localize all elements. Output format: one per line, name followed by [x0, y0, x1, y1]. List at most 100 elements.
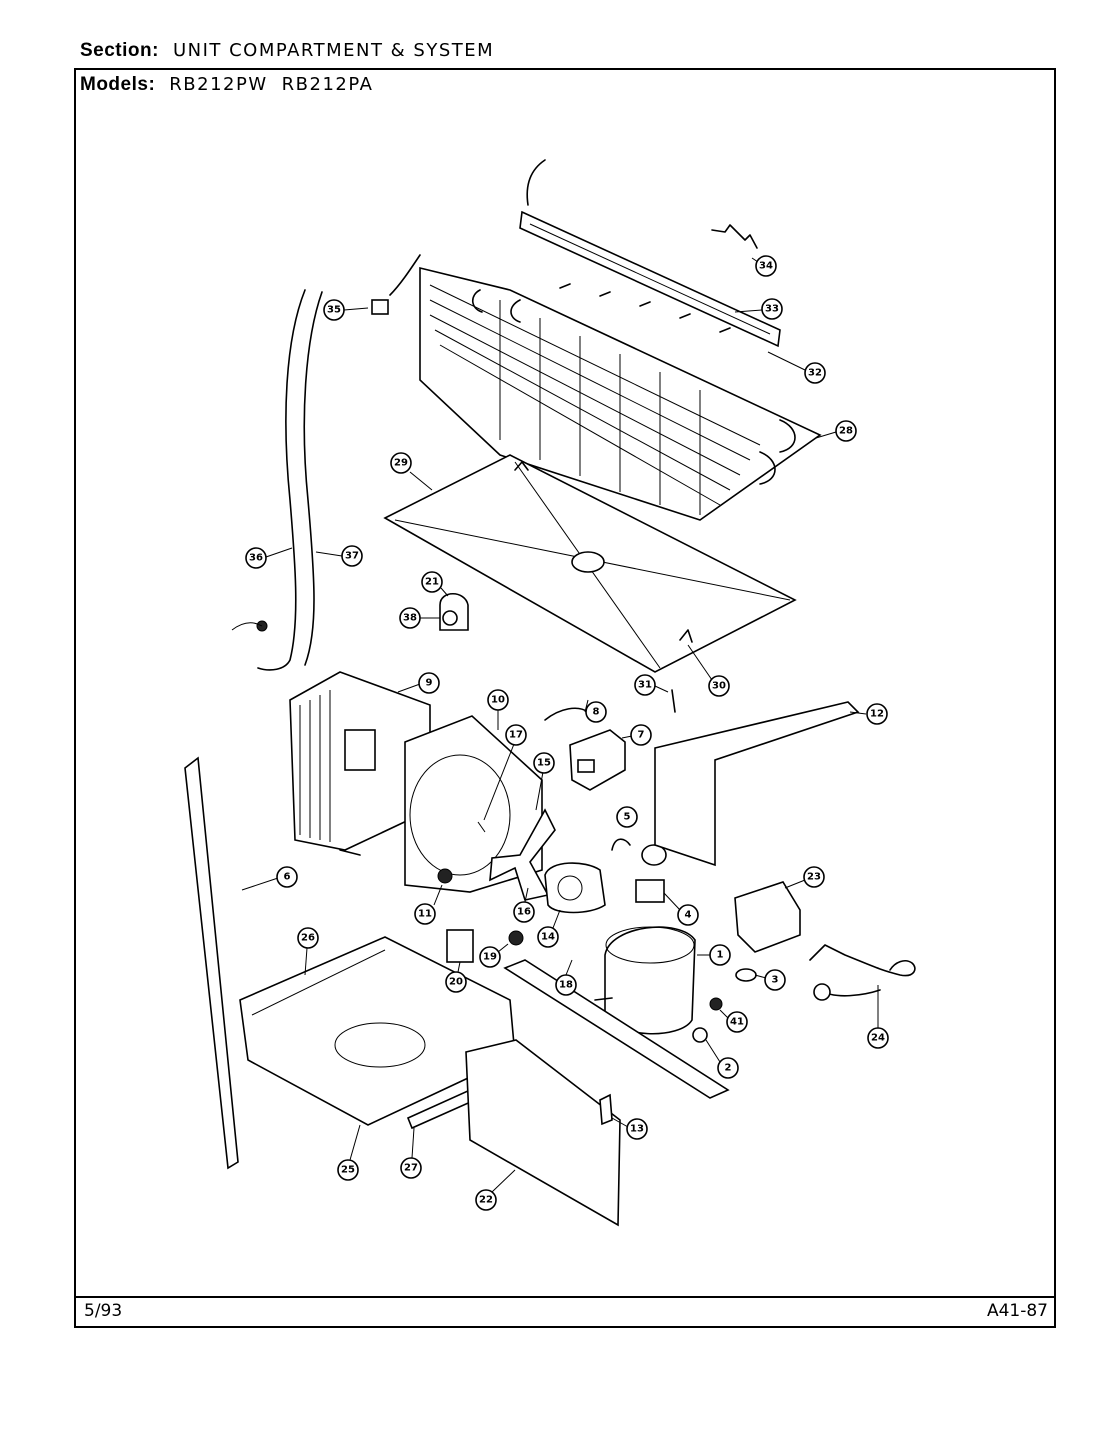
part-drawing-22-cover [465, 1039, 621, 1227]
callout-number: 18 [559, 980, 573, 991]
part-drawing-13-clip [599, 1093, 613, 1126]
callout-35: 35 [323, 299, 369, 321]
callout-14: 14 [537, 909, 561, 948]
callout-10: 10 [487, 689, 509, 730]
callout-number: 31 [638, 680, 652, 691]
callout-number: 5 [624, 812, 631, 823]
callout-number: 3 [772, 975, 779, 986]
callout-number: 16 [517, 907, 531, 918]
callout-34: 34 [751, 255, 777, 277]
callout-number: 28 [839, 426, 853, 437]
callout-15: 15 [533, 752, 555, 811]
part-drawing-24-power-cord [809, 944, 916, 1001]
callout-number: 38 [403, 613, 417, 624]
callout-number: 27 [404, 1163, 418, 1174]
callout-24: 24 [867, 985, 889, 1049]
callout-3: 3 [754, 969, 786, 991]
callout-number: 32 [808, 368, 822, 379]
callout-number: 7 [638, 730, 645, 741]
callout-number: 21 [425, 577, 439, 588]
callout-number: 20 [449, 977, 463, 988]
part-drawing-7-8-relay [544, 707, 626, 791]
section-title: UNIT COMPARTMENT & SYSTEM [172, 40, 495, 61]
callout-number: 9 [426, 678, 433, 689]
callout-21: 21 [421, 571, 449, 597]
callout-27: 27 [400, 1127, 422, 1179]
part-drawing-3-washer [735, 968, 757, 982]
callout-number: 33 [765, 304, 779, 315]
callout-number: 17 [509, 730, 523, 741]
callout-number: 37 [345, 551, 359, 562]
footer-page-code: A41-87 [986, 1301, 1048, 1321]
part-drawing-29-drain-pan [383, 454, 797, 673]
callout-30: 30 [687, 644, 730, 697]
section-heading: Section: UNIT COMPARTMENT & SYSTEM [80, 40, 494, 62]
part-drawing-15-fan-blade [489, 808, 556, 901]
part-drawing-11-grommet [437, 868, 453, 884]
models-label: Models: [80, 74, 156, 95]
callout-13: 13 [611, 1117, 648, 1140]
models-heading: Models: RB212PW RB212PA [80, 74, 373, 96]
callout-number: 4 [685, 910, 692, 921]
callout-36: 36 [245, 547, 293, 569]
callout-number: 41 [730, 1017, 744, 1028]
part-drawing-35-clip [371, 254, 421, 315]
part-drawing-4-overload [635, 879, 665, 903]
callout-number: 12 [870, 709, 884, 720]
callout-number: 19 [483, 952, 497, 963]
model-number-1: RB212PW [169, 74, 268, 95]
callout-22: 22 [475, 1169, 516, 1211]
part-drawing-23-timer [734, 881, 801, 953]
callout-1: 1 [697, 944, 731, 966]
callout-number: 11 [418, 909, 432, 920]
footer-rule [74, 1296, 1056, 1298]
footer-date: 5/93 [84, 1301, 123, 1321]
callout-28: 28 [815, 420, 857, 442]
callout-number: 13 [630, 1124, 644, 1135]
part-drawing-5-grommet [611, 838, 667, 866]
part-drawing-6-gasket [184, 756, 239, 1170]
callout-6: 6 [241, 866, 298, 891]
section-label: Section: [80, 40, 159, 61]
part-drawing-14-fan-motor [544, 862, 606, 914]
part-drawing-41-clip [709, 997, 723, 1011]
callout-26: 26 [297, 927, 319, 976]
callout-41: 41 [719, 1009, 748, 1033]
part-drawing-18-rail [503, 959, 730, 1099]
part-drawing-33-bracket [519, 210, 781, 348]
part-drawing-12-panel [654, 701, 860, 867]
callout-19: 19 [479, 943, 509, 968]
callout-16: 16 [513, 887, 535, 923]
callout-number: 25 [341, 1165, 355, 1176]
callout-29: 29 [390, 452, 433, 491]
callout-11: 11 [414, 884, 443, 925]
part-drawing-20-capacitor [446, 929, 474, 963]
callout-38: 38 [399, 607, 440, 629]
model-number-2: RB212PA [281, 74, 374, 95]
callout-number: 30 [712, 681, 726, 692]
callout-7: 7 [621, 724, 652, 746]
callout-9: 9 [397, 672, 440, 694]
callout-number: 15 [537, 758, 551, 769]
part-drawing-2-grommet [692, 1027, 708, 1043]
part-drawing-21-38-grommet [439, 592, 469, 631]
callout-number: 26 [301, 933, 315, 944]
callout-number: 29 [394, 458, 408, 469]
callout-number: 22 [479, 1195, 493, 1206]
callout-number: 8 [593, 707, 600, 718]
part-drawing-31-screw [671, 689, 676, 713]
callout-number: 24 [871, 1033, 885, 1044]
callout-number: 6 [284, 872, 291, 883]
callout-2: 2 [705, 1039, 739, 1079]
callout-number: 14 [541, 932, 555, 943]
part-drawing-19-grommet [508, 930, 524, 946]
callout-33: 33 [734, 298, 783, 320]
callout-18: 18 [555, 959, 577, 996]
callout-number: 10 [491, 695, 505, 706]
callout-5: 5 [616, 806, 638, 828]
callout-number: 34 [759, 261, 773, 272]
part-drawing-28-evaporator [419, 266, 822, 521]
callout-12: 12 [849, 703, 888, 725]
callout-number: 23 [807, 872, 821, 883]
